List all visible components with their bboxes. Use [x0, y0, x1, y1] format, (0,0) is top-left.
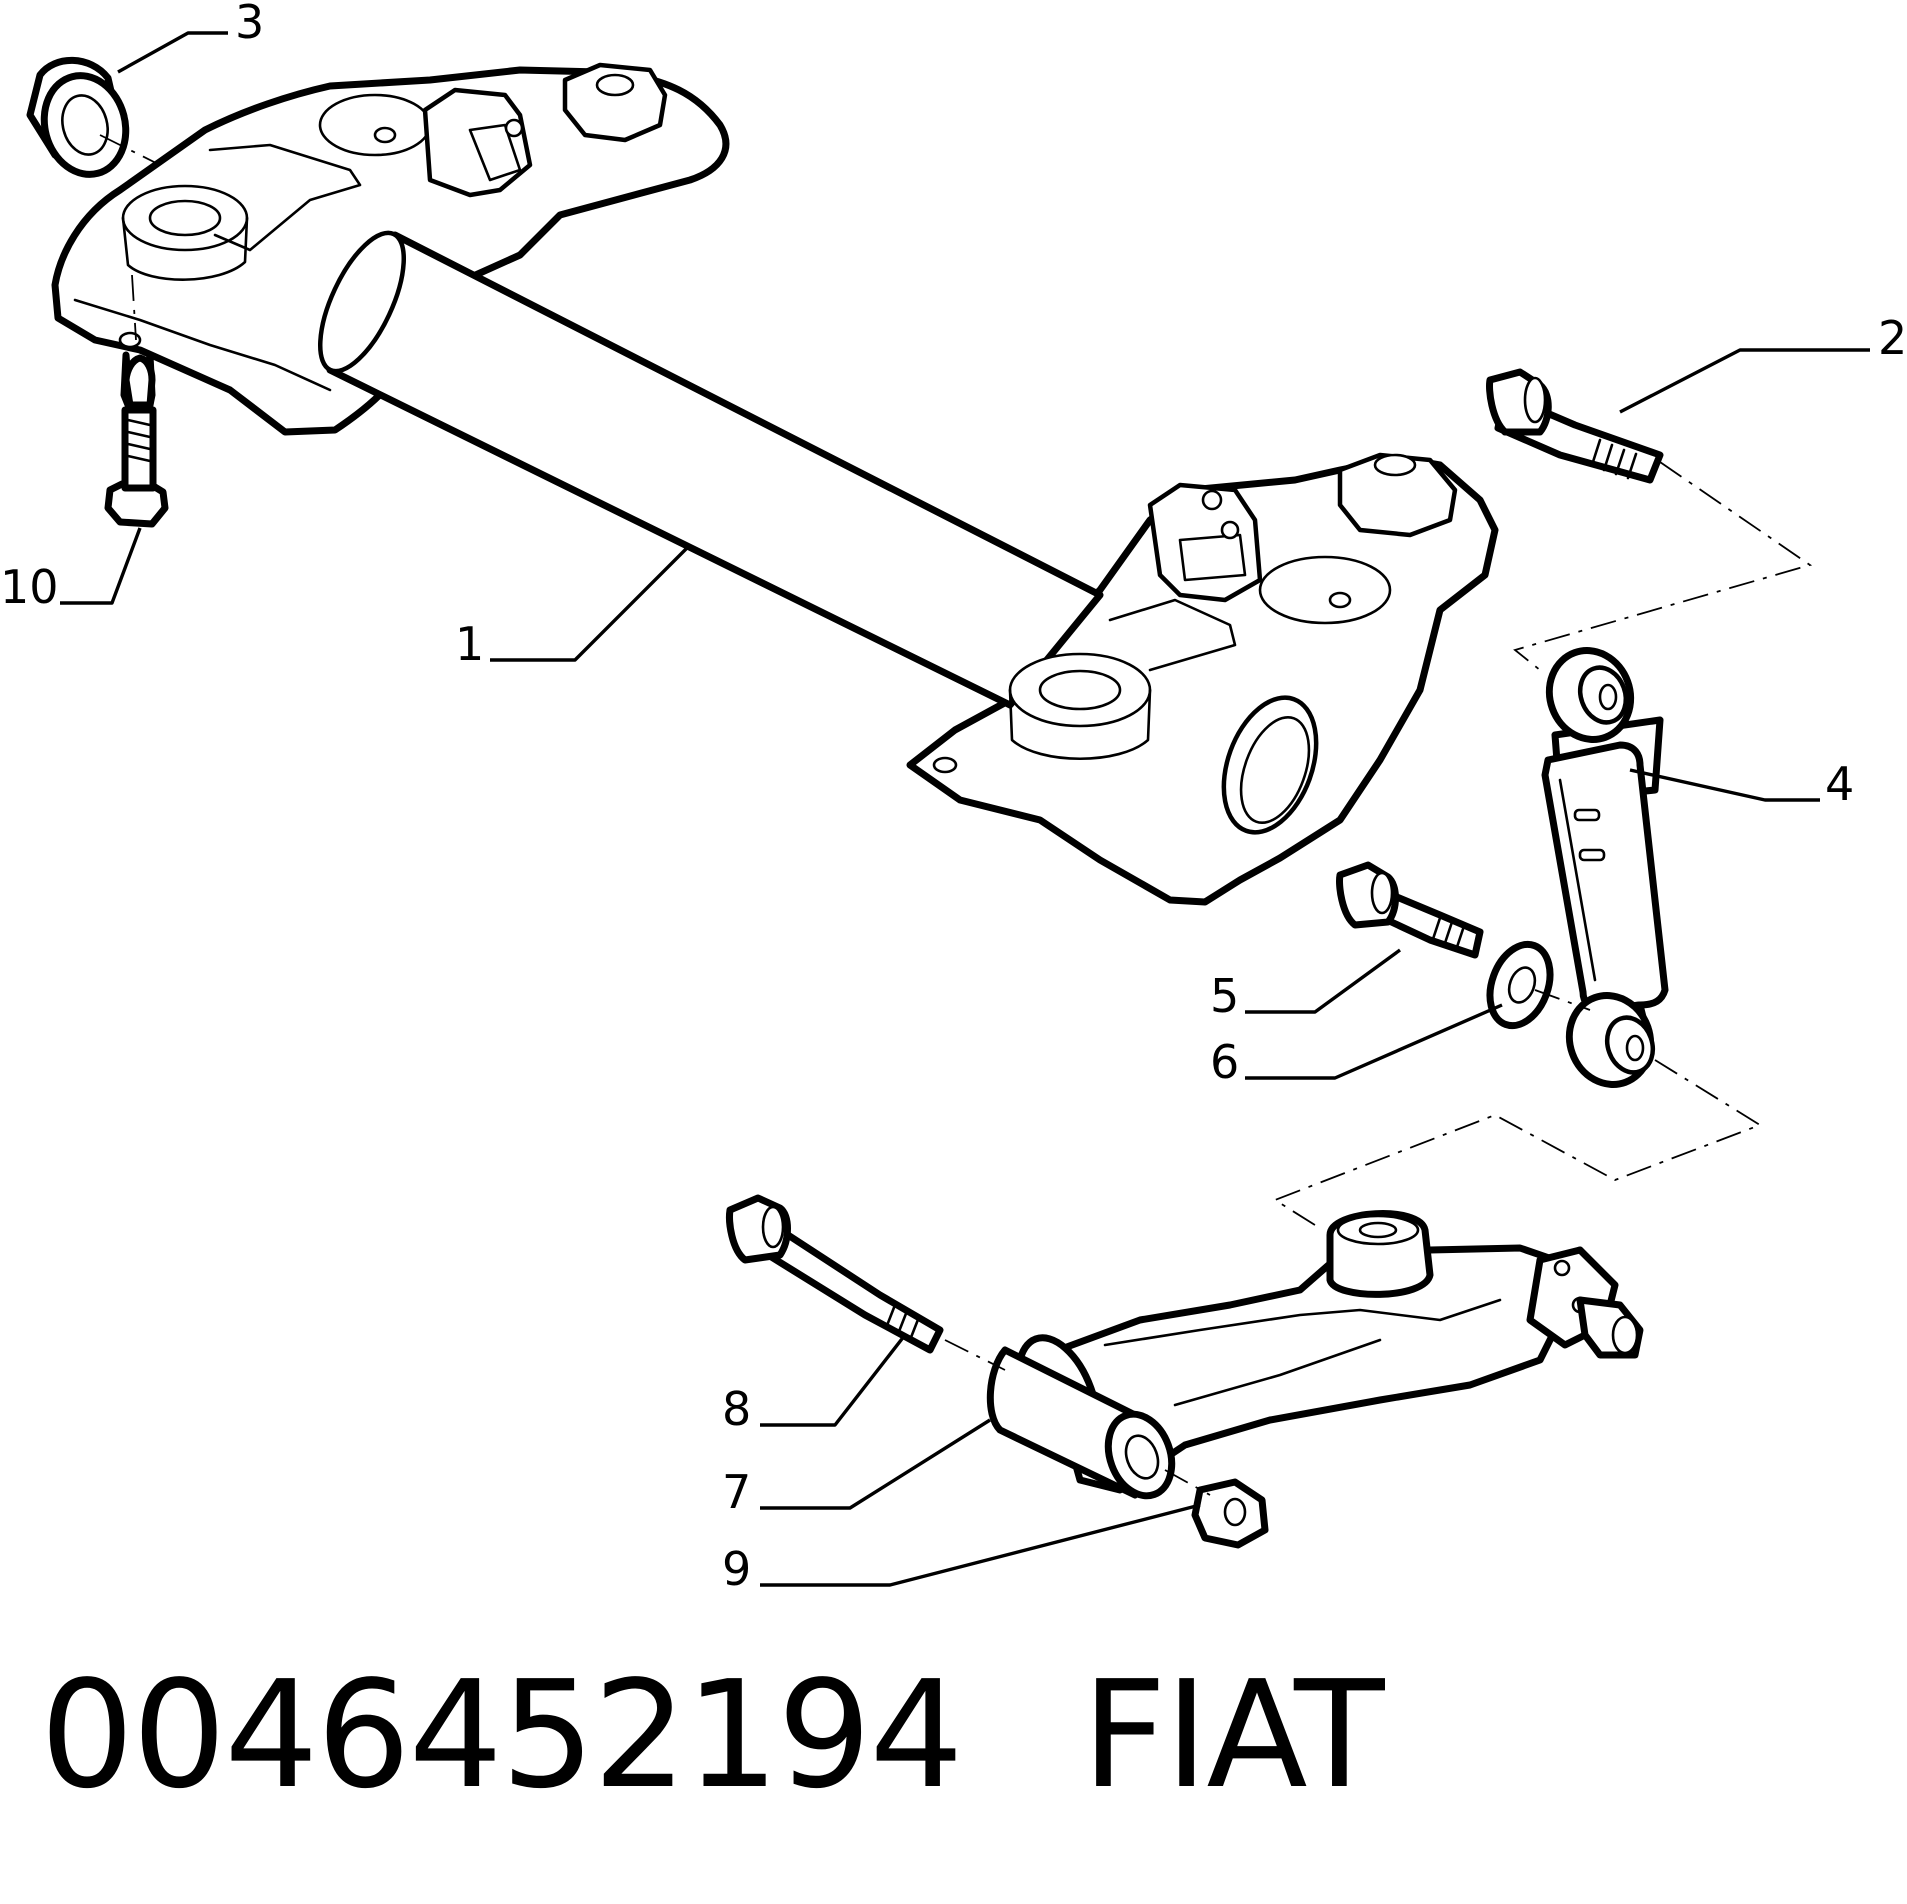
axle-right-bolt-hole: [932, 756, 958, 774]
callout-6: 6: [1210, 1035, 1239, 1089]
trailing-arm-part-7: [986, 1210, 1644, 1500]
leader-line-1: [490, 543, 692, 662]
bolt-part-2: [1486, 368, 1664, 484]
leader-line-8: [760, 1333, 907, 1427]
callout-1: 1: [455, 617, 484, 671]
leader-line-3: [117, 31, 228, 74]
axis-line-bushing: [99, 134, 161, 166]
axis-line-washer: [1534, 989, 1591, 1011]
callout-2: 2: [1878, 311, 1907, 365]
shock-absorber-part-4: [1541, 647, 1669, 1088]
callout-10: 10: [0, 560, 59, 614]
axle-left-top-nut: [562, 62, 668, 143]
callout-5: 5: [1210, 969, 1239, 1023]
axle-left-bolt-hole: [118, 331, 142, 349]
axle-right-mount-inner: [1038, 669, 1122, 711]
bolt-part-5: [1336, 861, 1484, 959]
axle-tube-end: [317, 230, 407, 374]
axle-right-hole: [1258, 555, 1392, 625]
bolt-part-8: [726, 1194, 944, 1354]
callout-3: 3: [235, 0, 264, 49]
part-number: 0046452194: [40, 1649, 964, 1821]
leader-line-4: [1629, 768, 1820, 802]
axle-left-mount-inner: [148, 199, 222, 237]
axle-left-hole: [318, 93, 432, 157]
leader-line-2: [1619, 348, 1870, 414]
part-caption: 0046452194 FIAT: [40, 1649, 1385, 1821]
bushing-part-3: [26, 56, 130, 178]
axle-right-clip: [1147, 482, 1263, 603]
leader-line-10: [60, 527, 142, 605]
flange-bolt-part-10: [104, 274, 169, 528]
nut-part-9: [1191, 1478, 1269, 1549]
axis-line-bolt-8: [944, 1339, 1006, 1371]
axle-tube: [326, 231, 1104, 709]
axle-left-clip: [422, 87, 533, 198]
leader-line-7: [760, 1418, 991, 1510]
callout-8: 8: [722, 1382, 751, 1436]
callout-7: 7: [722, 1465, 751, 1519]
callout-9: 9: [722, 1542, 751, 1596]
axis-line-nut: [1164, 1469, 1211, 1496]
callout-4: 4: [1825, 757, 1854, 811]
brand-name: FIAT: [1081, 1649, 1385, 1821]
axis-line-bolt-2: [1513, 461, 1813, 671]
axle-beam-part-1: [51, 62, 1499, 906]
leader-line-6: [1245, 1003, 1503, 1080]
washer-part-6: [1486, 940, 1554, 1030]
leader-line-9: [760, 1503, 1201, 1587]
leader-line-5: [1245, 948, 1402, 1014]
axis-line-shock: [1272, 1059, 1763, 1226]
